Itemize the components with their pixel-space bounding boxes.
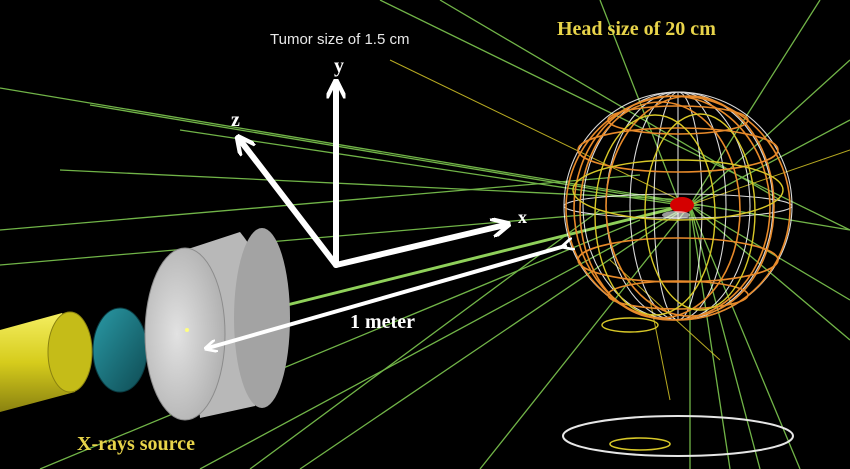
tumor-size-label: Tumor size of 1.5 cm bbox=[270, 31, 410, 48]
collimator bbox=[144, 228, 290, 421]
coordinate-axes bbox=[240, 85, 505, 268]
detector-rings bbox=[562, 415, 794, 457]
xray-source-label: X-rays source bbox=[77, 433, 195, 455]
axis-y-label: y bbox=[334, 55, 344, 77]
distance-arrow bbox=[208, 246, 565, 348]
axis-x-label: x bbox=[518, 207, 527, 227]
xray-source-cylinder bbox=[0, 311, 93, 412]
axis-z-label: z bbox=[231, 109, 240, 131]
tumor-shadow bbox=[662, 211, 690, 219]
head-phantom bbox=[563, 91, 793, 333]
tumor bbox=[670, 197, 694, 213]
secondary-tracks bbox=[389, 59, 850, 401]
filter-disk bbox=[92, 307, 148, 393]
axis-x-arrow bbox=[333, 225, 505, 268]
head-size-label: Head size of 20 cm bbox=[557, 18, 716, 40]
distance-label: 1 meter bbox=[350, 311, 415, 333]
